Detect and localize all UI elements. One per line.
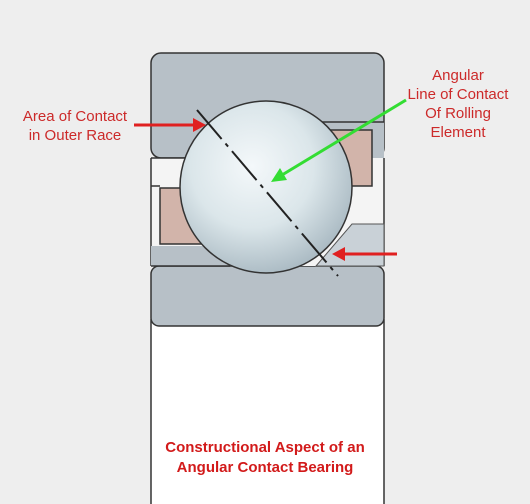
line-of-contact-arrow	[271, 98, 407, 182]
label-outer-contact: Area of Contact in Outer Race	[10, 107, 140, 145]
label-line-of-contact: Angular Line of Contact Of Rolling Eleme…	[392, 66, 524, 142]
caption-line2: Angular Contact Bearing	[176, 459, 354, 476]
contact-line	[196, 109, 339, 277]
rolling-ball	[179, 100, 353, 274]
caption-line1: Constructional Aspect of an	[165, 439, 365, 456]
label-outer-contact-line1: Area of Contact	[22, 108, 128, 125]
label-loc-line4: Element	[430, 124, 486, 141]
outer-contact-arrow	[134, 118, 206, 132]
label-loc-line3: Of Rolling	[425, 105, 491, 122]
bearing-body	[150, 319, 385, 504]
diagram-caption: Constructional Aspect of an Angular Cont…	[130, 438, 400, 478]
inner-race	[150, 265, 385, 327]
label-loc-line2: Line of Contact	[407, 86, 509, 103]
label-outer-contact-line2: in Outer Race	[28, 127, 122, 144]
label-loc-line1: Angular	[432, 67, 484, 84]
inner-contact-arrow	[332, 247, 397, 261]
